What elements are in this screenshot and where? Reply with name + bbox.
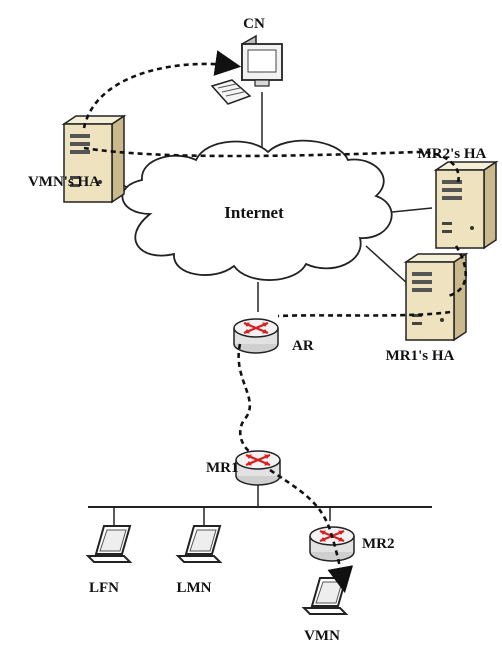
mr2-label: MR2 bbox=[362, 536, 395, 552]
ar-router-icon bbox=[232, 317, 280, 355]
vmn-laptop-icon bbox=[303, 577, 347, 615]
mr1-label: MR1 bbox=[206, 460, 239, 476]
mr2-ha-label: MR2's HA bbox=[418, 146, 487, 162]
mr2-ha-server-icon bbox=[435, 161, 497, 249]
mr1-ha-label: MR1's HA bbox=[386, 348, 455, 364]
tunnel-path bbox=[82, 50, 467, 594]
lfn-laptop-icon bbox=[87, 525, 131, 563]
lfn-label: LFN bbox=[89, 580, 119, 596]
path-mr1-to-ar bbox=[237, 343, 252, 454]
mr1-ha-server-icon bbox=[405, 253, 467, 341]
lmn-label: LMN bbox=[177, 580, 212, 596]
lmn-laptop-icon bbox=[177, 525, 221, 563]
cn-label: CN bbox=[243, 16, 265, 32]
internet-label: Internet bbox=[224, 203, 284, 222]
link-mr1ha-internet bbox=[365, 245, 409, 285]
path-ar-to-mr1ha bbox=[277, 310, 451, 318]
vmn-ha-label: VMN's HA bbox=[28, 174, 100, 190]
path-vmnha-to-cn bbox=[82, 50, 242, 129]
mr1-router-icon bbox=[234, 449, 282, 487]
internet-cloud: Internet bbox=[121, 139, 393, 281]
path-mr1ha-to-mr2ha bbox=[447, 245, 467, 298]
mr2-router-icon bbox=[308, 525, 356, 563]
ar-label: AR bbox=[292, 338, 314, 354]
path-mr2ha-to-vmnha bbox=[83, 146, 460, 183]
cn-computer-icon bbox=[210, 34, 283, 105]
vmn-label: VMN bbox=[304, 628, 340, 644]
